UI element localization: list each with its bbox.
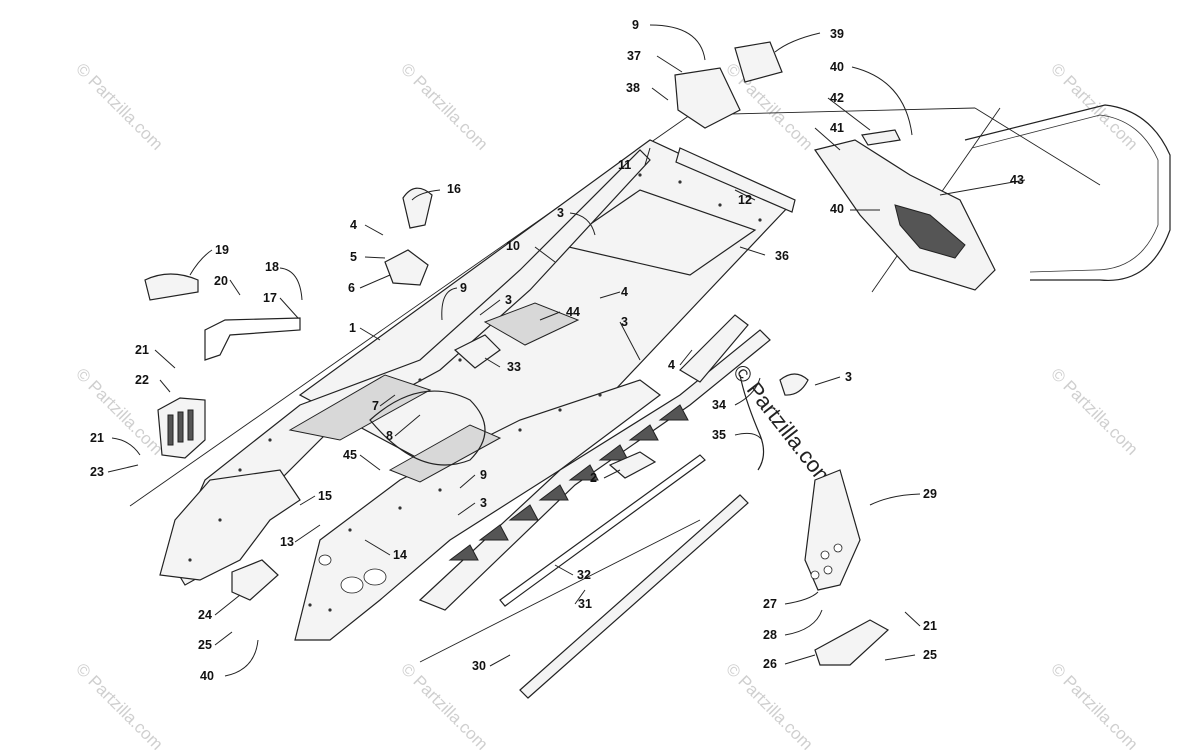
callout-13: 13 xyxy=(280,535,294,549)
watermark: © Partzilla.com xyxy=(1047,659,1141,750)
callout-21: 21 xyxy=(90,431,104,445)
callout-3: 3 xyxy=(505,293,512,307)
callout-12: 12 xyxy=(738,193,752,207)
callout-4: 4 xyxy=(668,358,675,372)
callout-10: 10 xyxy=(506,239,520,253)
callout-9: 9 xyxy=(632,18,639,32)
callout-18: 18 xyxy=(265,260,279,274)
watermark: © Partzilla.com xyxy=(1047,59,1141,153)
callout-35: 35 xyxy=(712,428,726,442)
callout-45: 45 xyxy=(343,448,357,462)
callout-39: 39 xyxy=(830,27,844,41)
callout-30: 30 xyxy=(472,659,486,673)
callout-19: 19 xyxy=(215,243,229,257)
watermark: © Partzilla.com xyxy=(72,59,166,153)
callout-22: 22 xyxy=(135,373,149,387)
callout-31: 31 xyxy=(578,597,592,611)
callout-33: 33 xyxy=(507,360,521,374)
callout-27: 27 xyxy=(763,597,777,611)
callout-3: 3 xyxy=(480,496,487,510)
callout-34: 34 xyxy=(712,398,726,412)
watermark: © Partzilla.com xyxy=(1047,364,1141,458)
callout-9: 9 xyxy=(460,281,467,295)
callout-25: 25 xyxy=(923,648,937,662)
callout-43: 43 xyxy=(1010,173,1024,187)
callout-32: 32 xyxy=(577,568,591,582)
callout-37: 37 xyxy=(627,49,641,63)
tunnel-assembly xyxy=(159,139,792,641)
callout-20: 20 xyxy=(214,274,228,288)
callout-3: 3 xyxy=(621,315,628,329)
callout-6: 6 xyxy=(348,281,355,295)
small-parts xyxy=(144,41,1171,699)
callout-15: 15 xyxy=(318,489,332,503)
watermark: © Partzilla.com xyxy=(722,659,816,750)
callout-2: 2 xyxy=(590,471,597,485)
callout-38: 38 xyxy=(626,81,640,95)
watermark: © Partzilla.com xyxy=(72,659,166,750)
watermark: © Partzilla.com xyxy=(397,59,491,153)
callout-4: 4 xyxy=(621,285,628,299)
callout-40: 40 xyxy=(830,202,844,216)
callout-28: 28 xyxy=(763,628,777,642)
callout-8: 8 xyxy=(386,429,393,443)
callout-3: 3 xyxy=(845,370,852,384)
callout-14: 14 xyxy=(393,548,407,562)
callout-5: 5 xyxy=(350,250,357,264)
callout-21: 21 xyxy=(135,343,149,357)
callout-17: 17 xyxy=(263,291,277,305)
callout-11: 11 xyxy=(618,158,631,172)
callout-21: 21 xyxy=(923,619,937,633)
callouts: 9 39 37 40 38 42 41 11 43 16 12 40 3 4 1… xyxy=(90,18,1024,683)
callout-40: 40 xyxy=(200,669,214,683)
callout-3: 3 xyxy=(557,206,564,220)
callout-41: 41 xyxy=(830,121,844,135)
callout-40: 40 xyxy=(830,60,844,74)
callout-25: 25 xyxy=(198,638,212,652)
callout-16: 16 xyxy=(447,182,461,196)
callout-23: 23 xyxy=(90,465,104,479)
leader-lines xyxy=(107,24,1026,677)
callout-4: 4 xyxy=(350,218,357,232)
callout-7: 7 xyxy=(372,399,379,413)
callout-9: 9 xyxy=(480,468,487,482)
callout-24: 24 xyxy=(198,608,212,622)
callout-42: 42 xyxy=(830,91,844,105)
callout-29: 29 xyxy=(923,487,937,501)
watermark: © Partzilla.com xyxy=(72,364,166,458)
callout-44: 44 xyxy=(566,305,580,319)
callout-26: 26 xyxy=(763,657,777,671)
callout-36: 36 xyxy=(775,249,789,263)
callout-1: 1 xyxy=(349,321,356,335)
